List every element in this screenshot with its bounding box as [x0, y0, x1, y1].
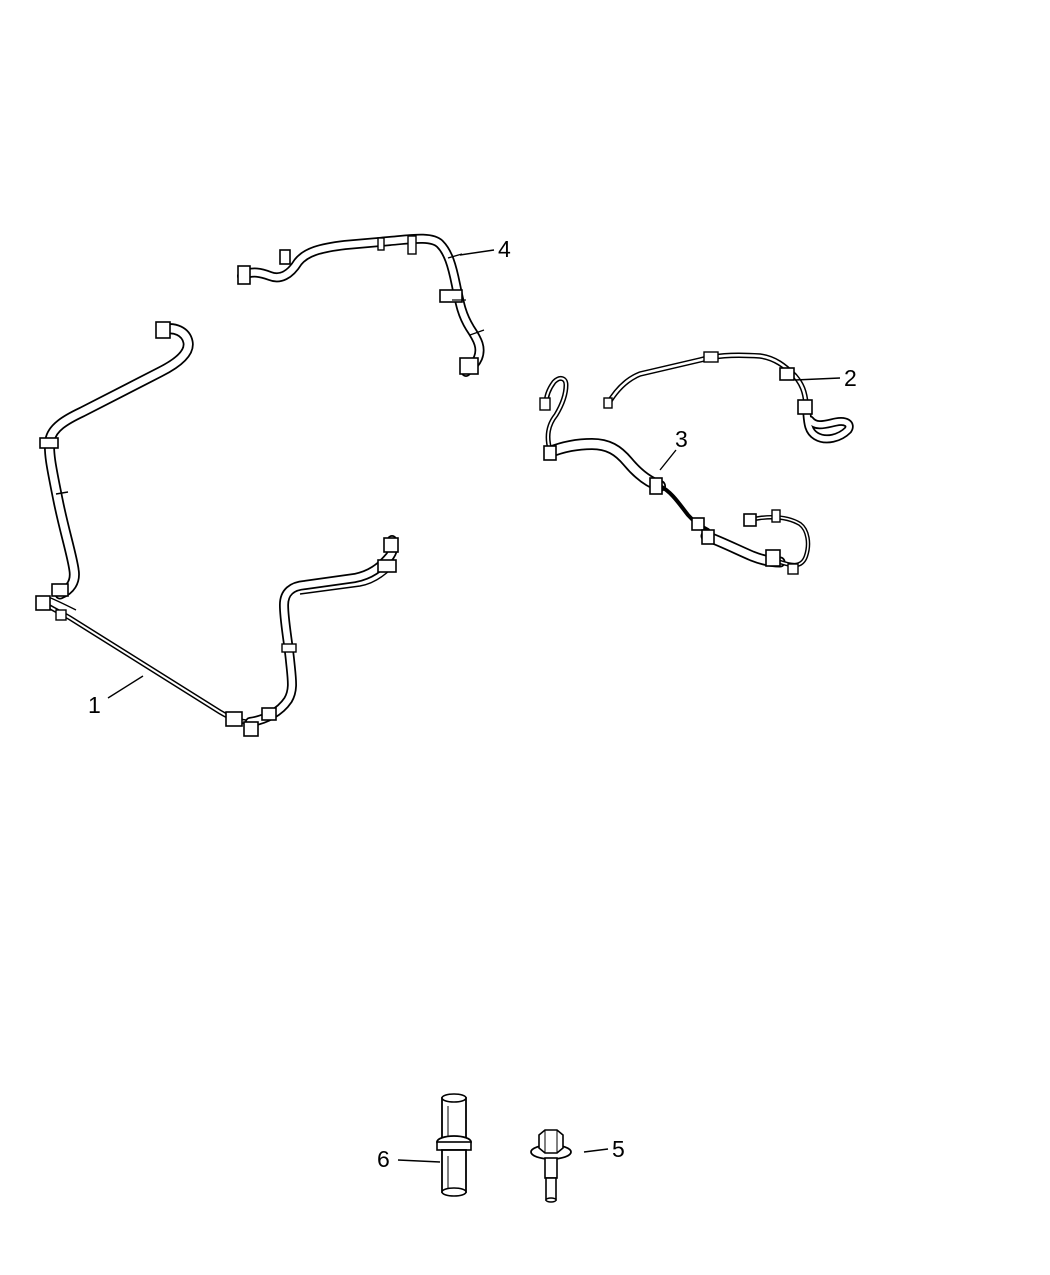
- callout-4: 4: [459, 236, 511, 262]
- callout-6: 6: [377, 1146, 441, 1172]
- callout-3: 3: [659, 426, 688, 471]
- callout-3-label: 3: [675, 426, 688, 452]
- part-5-bolt[interactable]: [530, 1129, 572, 1203]
- callout-2-label: 2: [844, 365, 857, 391]
- callout-1: 1: [88, 675, 144, 718]
- part-6-stud[interactable]: [436, 1093, 472, 1197]
- callout-1-label: 1: [88, 692, 101, 718]
- part-1-hose[interactable]: [35, 321, 399, 737]
- callout-4-label: 4: [498, 236, 511, 262]
- callout-5: 5: [583, 1136, 625, 1162]
- part-4-hose[interactable]: [237, 233, 485, 377]
- callout-5-label: 5: [612, 1136, 625, 1162]
- part-2-tube[interactable]: [603, 351, 854, 444]
- callout-2: 2: [794, 365, 857, 391]
- part-3-hose[interactable]: [539, 375, 811, 575]
- callout-6-label: 6: [377, 1146, 390, 1172]
